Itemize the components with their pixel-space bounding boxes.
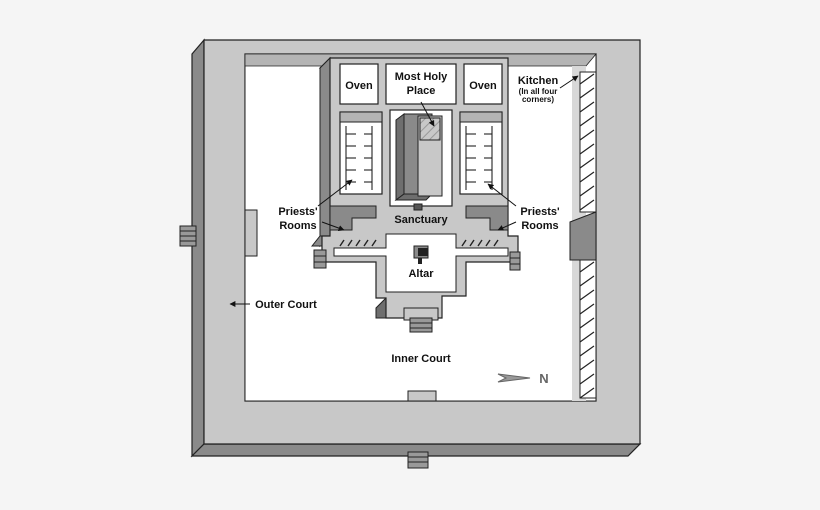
altar-block (413, 245, 429, 264)
most-holy-place-box (385, 63, 457, 105)
inner-gate-south-steps (403, 307, 439, 333)
north-arrow-icon (497, 373, 531, 383)
label-priests-right-1: Priests' (520, 206, 560, 218)
outer-gate-west-steps (179, 225, 197, 247)
gate-notch-left (244, 209, 258, 257)
inner-court-hatch-left (339, 239, 377, 247)
gate-notch-bottom (407, 390, 437, 402)
oven-right-box (463, 63, 503, 105)
outer-gate-south-steps (407, 451, 429, 469)
label-oven-left: Oven (345, 80, 373, 92)
arrow-priests-right-b (497, 221, 517, 231)
label-most-holy-2: Place (407, 85, 436, 97)
inner-gate-west-steps (313, 249, 327, 269)
label-most-holy-1: Most Holy (395, 71, 448, 83)
arrow-priests-left-b (321, 221, 345, 231)
label-north: N (539, 371, 548, 386)
label-inner-court: Inner Court (391, 353, 451, 365)
label-kitchen-note-2: corners) (522, 95, 554, 104)
label-priests-left-2: Rooms (279, 220, 316, 232)
label-priests-right-2: Rooms (521, 220, 558, 232)
label-kitchen: Kitchen (518, 75, 559, 87)
label-oven-right: Oven (469, 80, 497, 92)
priests-rooms-right (459, 111, 509, 231)
oven-left-box (339, 63, 379, 105)
arrow-priests-left-a (317, 179, 353, 207)
label-sanctuary: Sanctuary (394, 214, 448, 226)
label-priests-left-1: Priests' (278, 206, 318, 218)
arrow-priests-right-a (487, 183, 517, 207)
sanctuary-building (389, 109, 453, 211)
arrow-kitchen (559, 75, 579, 89)
inner-gate-east-steps (509, 251, 521, 271)
leader-lines (229, 75, 579, 307)
label-kitchen-note-1: (In all four (519, 87, 558, 96)
inner-court-hatch-right (461, 239, 499, 247)
arrow-most-holy (420, 101, 435, 127)
kitchen-hatch (569, 71, 597, 399)
label-altar: Altar (408, 268, 434, 280)
label-outer-court: Outer Court (255, 299, 317, 311)
